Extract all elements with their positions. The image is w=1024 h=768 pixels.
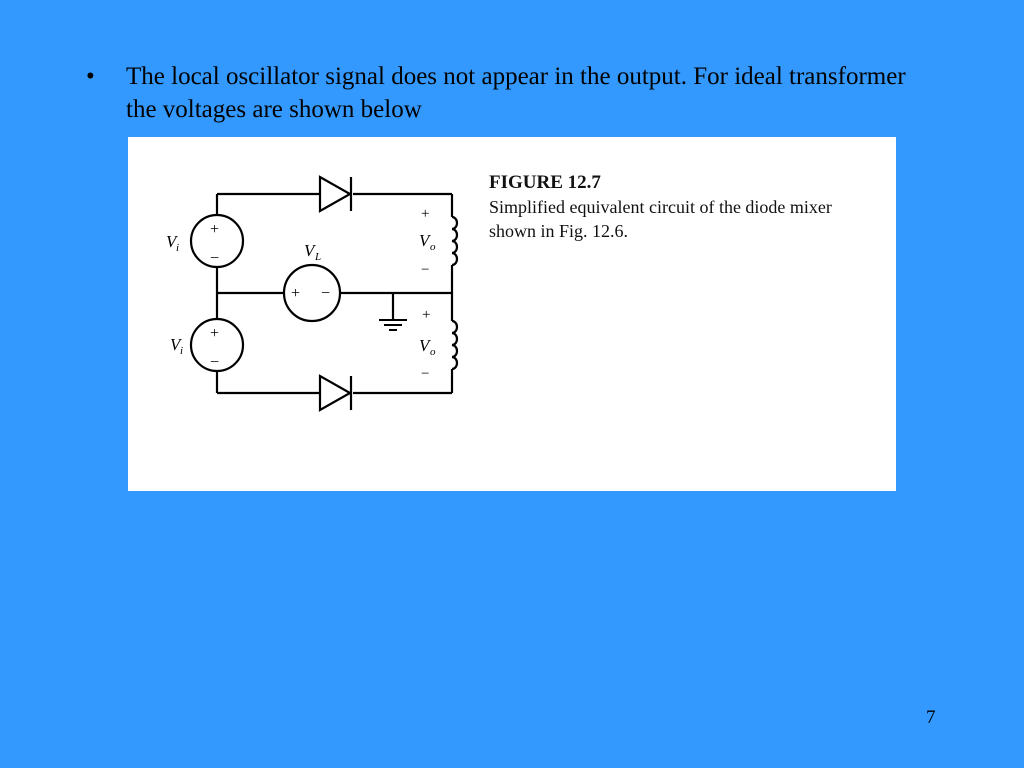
vi-top-label: V (166, 232, 179, 251)
vi-top-minus: − (210, 250, 219, 267)
figure-caption: FIGURE 12.7 Simplified equivalent circui… (489, 171, 889, 243)
ground-icon (379, 319, 407, 331)
figure-title: FIGURE 12.7 (489, 172, 601, 193)
vl-sub: L (314, 251, 321, 263)
figure-caption-text: Simplified equivalent circuit of the dio… (489, 197, 832, 241)
vi-top-sub: i (176, 242, 179, 254)
diode-bottom (318, 374, 353, 412)
vi-bottom-label: V (170, 335, 183, 354)
bullet-mark: • (86, 63, 95, 90)
vi-bottom-sub: i (180, 345, 183, 357)
vo-bottom-sub: o (430, 346, 436, 358)
bullet-item: • The local oscillator signal does not a… (86, 60, 906, 126)
source-vi-bottom (189, 317, 245, 373)
vi-bottom-plus: + (210, 325, 219, 342)
vl-label: V (304, 241, 317, 260)
vo-top-sub: o (430, 241, 436, 253)
coil-bottom (451, 319, 459, 371)
vo-bottom-label: V (419, 336, 432, 355)
slide-number: 7 (926, 707, 936, 728)
vi-top-plus: + (210, 221, 219, 238)
source-vl (282, 263, 342, 323)
vo-bottom-plus: + (422, 307, 430, 323)
vi-bottom-minus: − (210, 354, 219, 371)
figure-panel: + − + − + − V i V i V L + V o − + V o − … (128, 137, 896, 491)
bullet-text: The local oscillator signal does not app… (126, 63, 906, 123)
coil-top (451, 215, 459, 267)
vl-plus: + (291, 285, 300, 302)
vo-top-label: V (419, 231, 432, 250)
vl-minus: − (321, 285, 330, 302)
diode-top (318, 175, 353, 213)
vo-top-plus: + (421, 206, 429, 222)
vo-top-minus: − (421, 262, 429, 278)
source-vi-top (189, 213, 245, 269)
vo-bottom-minus: − (421, 366, 429, 382)
circuit-diagram: + − + − + − V i V i V L + V o − + V o − (166, 175, 459, 412)
